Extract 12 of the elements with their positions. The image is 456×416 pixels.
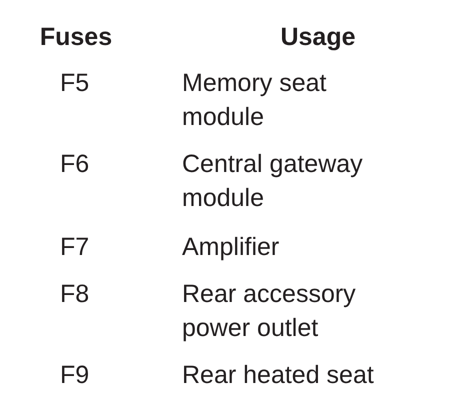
column-header: Usage (279, 22, 357, 53)
fuse-cell-text: F9 (60, 360, 90, 391)
usage-cell-text: Rear accessory power outlet (182, 279, 357, 344)
column-header: Fuses (38, 22, 114, 53)
usage-cell-text: Amplifier (182, 232, 280, 263)
usage-cell-text: Rear heated seat (182, 360, 375, 391)
usage-cell-text: Central gateway module (182, 149, 364, 214)
fuse-cell-text: F5 (60, 68, 90, 99)
usage-cell-text: Memory seat module (182, 68, 328, 133)
fuse-cell-text: F8 (60, 279, 90, 310)
fuse-cell-text: F7 (60, 232, 90, 263)
fuse-cell-text: F6 (60, 149, 90, 180)
